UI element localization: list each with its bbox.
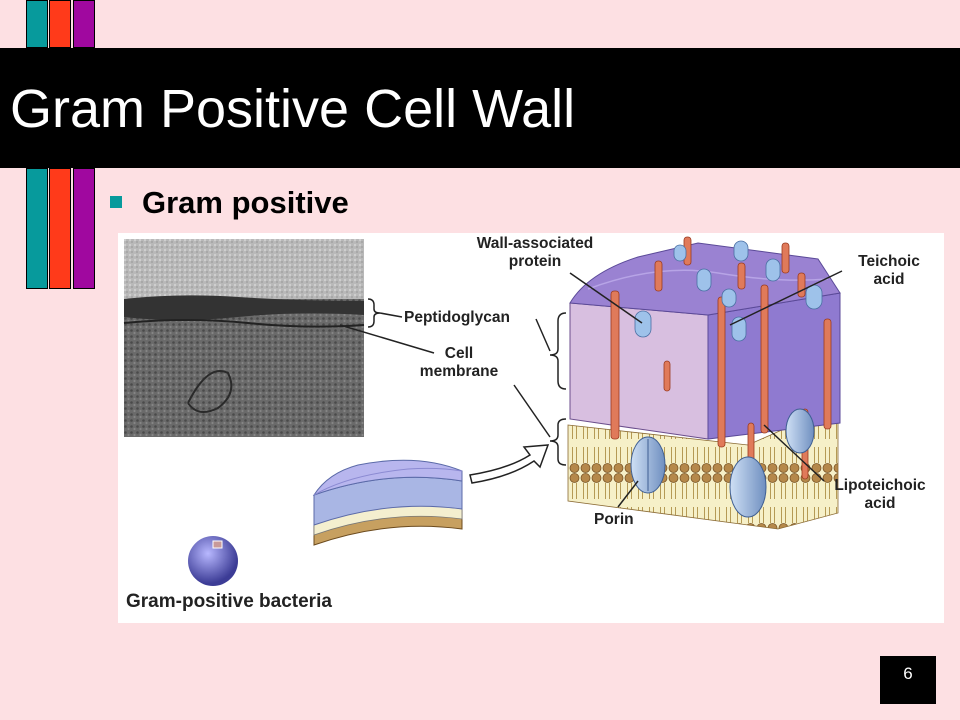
page-number-box: 6 <box>880 656 936 704</box>
porins <box>630 408 815 518</box>
stripe-teal-bottom <box>26 168 48 289</box>
figure-caption: Gram-positive bacteria <box>126 591 332 612</box>
stripe-teal-top <box>26 0 48 48</box>
stripe-red-top <box>49 0 71 48</box>
label-porin: Porin <box>594 511 634 528</box>
bullet-text: Gram positive <box>142 185 349 220</box>
stripe-purple-top <box>73 0 95 48</box>
slide-title: Gram Positive Cell Wall <box>10 79 576 139</box>
stripe-red-bottom <box>49 168 71 289</box>
figure-artwork <box>123 236 843 586</box>
label-teichoic-acid: Teichoic acid <box>858 253 920 288</box>
page-number: 6 <box>903 664 913 683</box>
label-wall-associated-protein: Wall-associated protein <box>476 235 594 270</box>
cell-wall-figure: Wall-associated protein Teichoic acid Pe… <box>118 233 944 623</box>
label-lipoteichoic-acid: Lipoteichoic acid <box>834 477 926 512</box>
title-bar <box>0 48 960 168</box>
bacterium-sphere <box>188 536 238 586</box>
stripe-purple-bottom <box>73 168 95 289</box>
label-cell-membrane: Cell membrane <box>419 345 499 380</box>
bullet-marker <box>110 196 122 208</box>
label-peptidoglycan: Peptidoglycan <box>404 309 510 326</box>
